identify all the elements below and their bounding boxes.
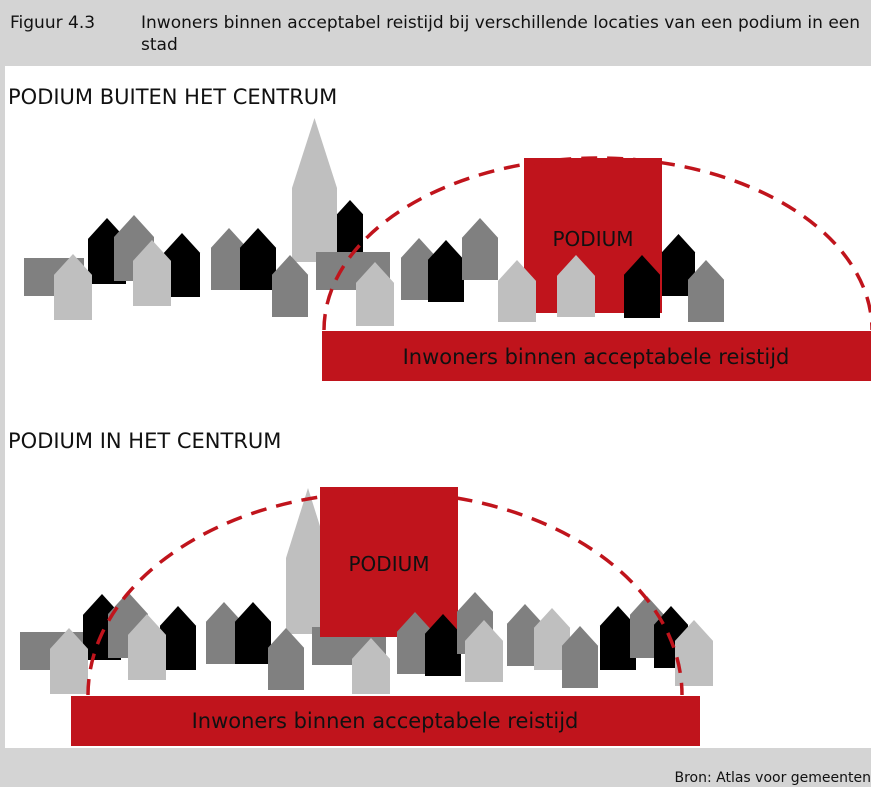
house-icon bbox=[465, 620, 503, 682]
house-icon bbox=[356, 262, 394, 326]
house-icon bbox=[272, 255, 308, 317]
figure-number: Figuur 4.3 bbox=[10, 13, 96, 33]
figure-title: Inwoners binnen acceptabel reistijd bij … bbox=[141, 13, 861, 55]
podium-label-outside: PODIUM bbox=[553, 227, 634, 251]
town-houses-outside bbox=[24, 118, 498, 326]
podium-building-center bbox=[320, 487, 458, 637]
reach-arc-center bbox=[86, 490, 684, 696]
town-houses-center bbox=[20, 488, 390, 694]
house-icon bbox=[240, 228, 276, 290]
figure-caption: Figuur 4.3 Inwoners binnen acceptabel re… bbox=[0, 0, 871, 66]
house-icon bbox=[206, 602, 242, 664]
house-icon bbox=[128, 614, 166, 680]
house-icon bbox=[268, 628, 304, 690]
house-icon bbox=[557, 255, 595, 317]
podium-label-center: PODIUM bbox=[349, 552, 430, 576]
house-icon bbox=[562, 626, 598, 688]
church-icon bbox=[286, 488, 330, 634]
house-icon bbox=[160, 606, 196, 670]
house-icon bbox=[54, 254, 92, 320]
front-houses-outside bbox=[498, 234, 724, 322]
reach-bar-center bbox=[71, 696, 700, 746]
house-icon bbox=[428, 240, 464, 302]
source-note: Bron: Atlas voor gemeenten bbox=[674, 770, 871, 786]
house-icon bbox=[600, 606, 636, 670]
house-icon bbox=[211, 228, 247, 290]
reach-bar-outside bbox=[322, 331, 871, 381]
house-icon bbox=[425, 614, 461, 676]
house-icon bbox=[397, 612, 433, 674]
house-icon bbox=[50, 628, 88, 694]
house-icon bbox=[337, 200, 363, 260]
house-icon bbox=[164, 233, 200, 297]
reach-label-center: Inwoners binnen acceptabele reistijd bbox=[192, 709, 579, 733]
house-icon bbox=[462, 218, 498, 280]
reach-label-outside: Inwoners binnen acceptabele reistijd bbox=[403, 345, 790, 369]
house-icon bbox=[133, 240, 171, 306]
house-icon bbox=[662, 234, 695, 296]
house-icon bbox=[352, 638, 390, 694]
scenario-heading-outside: PODIUM BUITEN HET CENTRUM bbox=[8, 85, 337, 109]
house-icon bbox=[688, 260, 724, 322]
house-icon bbox=[498, 260, 536, 322]
reach-arc-outside bbox=[322, 156, 871, 331]
house-icon bbox=[675, 620, 713, 686]
house-icon bbox=[235, 602, 271, 664]
footer-bar bbox=[0, 748, 871, 787]
scenario-heading-center: PODIUM IN HET CENTRUM bbox=[8, 429, 281, 453]
house-icon bbox=[534, 608, 570, 670]
house-icon bbox=[624, 255, 660, 318]
church-icon bbox=[292, 118, 337, 262]
